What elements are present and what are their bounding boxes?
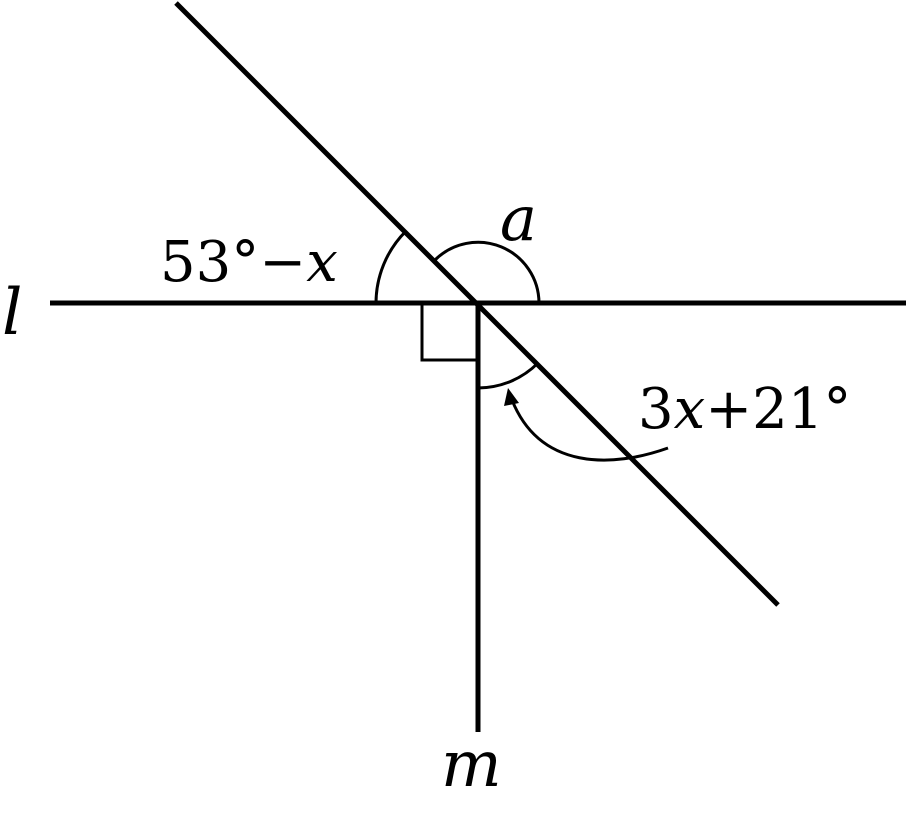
angle-top-left-number: 53° bbox=[160, 230, 259, 295]
angle-bottom-right-label: 3x+21° bbox=[638, 377, 851, 442]
angle-arc-top-left bbox=[374, 229, 408, 304]
angle-bottom-right-variable: x bbox=[674, 377, 706, 442]
angle-arc-bottom-right bbox=[477, 361, 540, 390]
angle-bottom-right-operator: + bbox=[705, 377, 752, 442]
angle-top-left-label: 53°−x bbox=[160, 230, 338, 295]
pointer-arrow-curve bbox=[510, 399, 669, 462]
line-l-label: l bbox=[2, 276, 22, 350]
angle-a-label: a bbox=[500, 182, 537, 255]
line-m-label: m bbox=[441, 728, 502, 802]
angle-top-left-operator: − bbox=[259, 230, 306, 295]
pointer-arrowhead bbox=[504, 388, 519, 406]
angle-top-left-variable: x bbox=[306, 230, 338, 295]
right-angle-marker bbox=[420, 303, 478, 362]
angle-bottom-right-number: 21° bbox=[752, 377, 851, 442]
angle-arc-top-right bbox=[433, 240, 541, 304]
angle-bottom-right-coefficient: 3 bbox=[638, 377, 674, 442]
transversal-line bbox=[174, 1, 780, 607]
